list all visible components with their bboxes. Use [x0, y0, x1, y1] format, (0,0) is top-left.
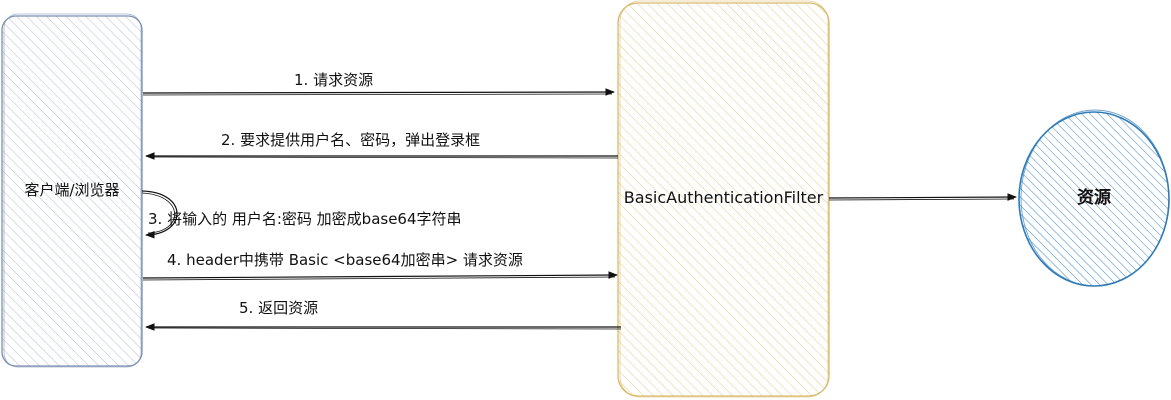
arrow-step-3 — [141, 190, 178, 239]
arrow-step-2 — [145, 152, 619, 160]
step-3-label: 3. 将输入的 用户名:密码 加密成base64字符串 — [148, 210, 462, 228]
step-1-label: 1. 请求资源 — [294, 71, 374, 89]
client-label: 客户端/浏览器 — [24, 181, 120, 199]
arrow-step-4 — [142, 271, 618, 281]
step-5-label: 5. 返回资源 — [239, 299, 319, 317]
filter-label: BasicAuthenticationFilter — [623, 188, 824, 207]
arrow-step-1 — [142, 88, 615, 96]
filter-node — [617, 0, 830, 398]
arrow-step-5 — [145, 323, 622, 331]
resource-label: 资源 — [1077, 188, 1111, 208]
resource-node — [1018, 109, 1170, 287]
step-2-label: 2. 要求提供用户名、密码，弹出登录框 — [221, 131, 481, 149]
arrow-filter-to-resource — [828, 193, 1017, 201]
step-4-label: 4. header中携带 Basic <base64加密串> 请求资源 — [167, 251, 523, 269]
client-node — [1, 13, 143, 368]
